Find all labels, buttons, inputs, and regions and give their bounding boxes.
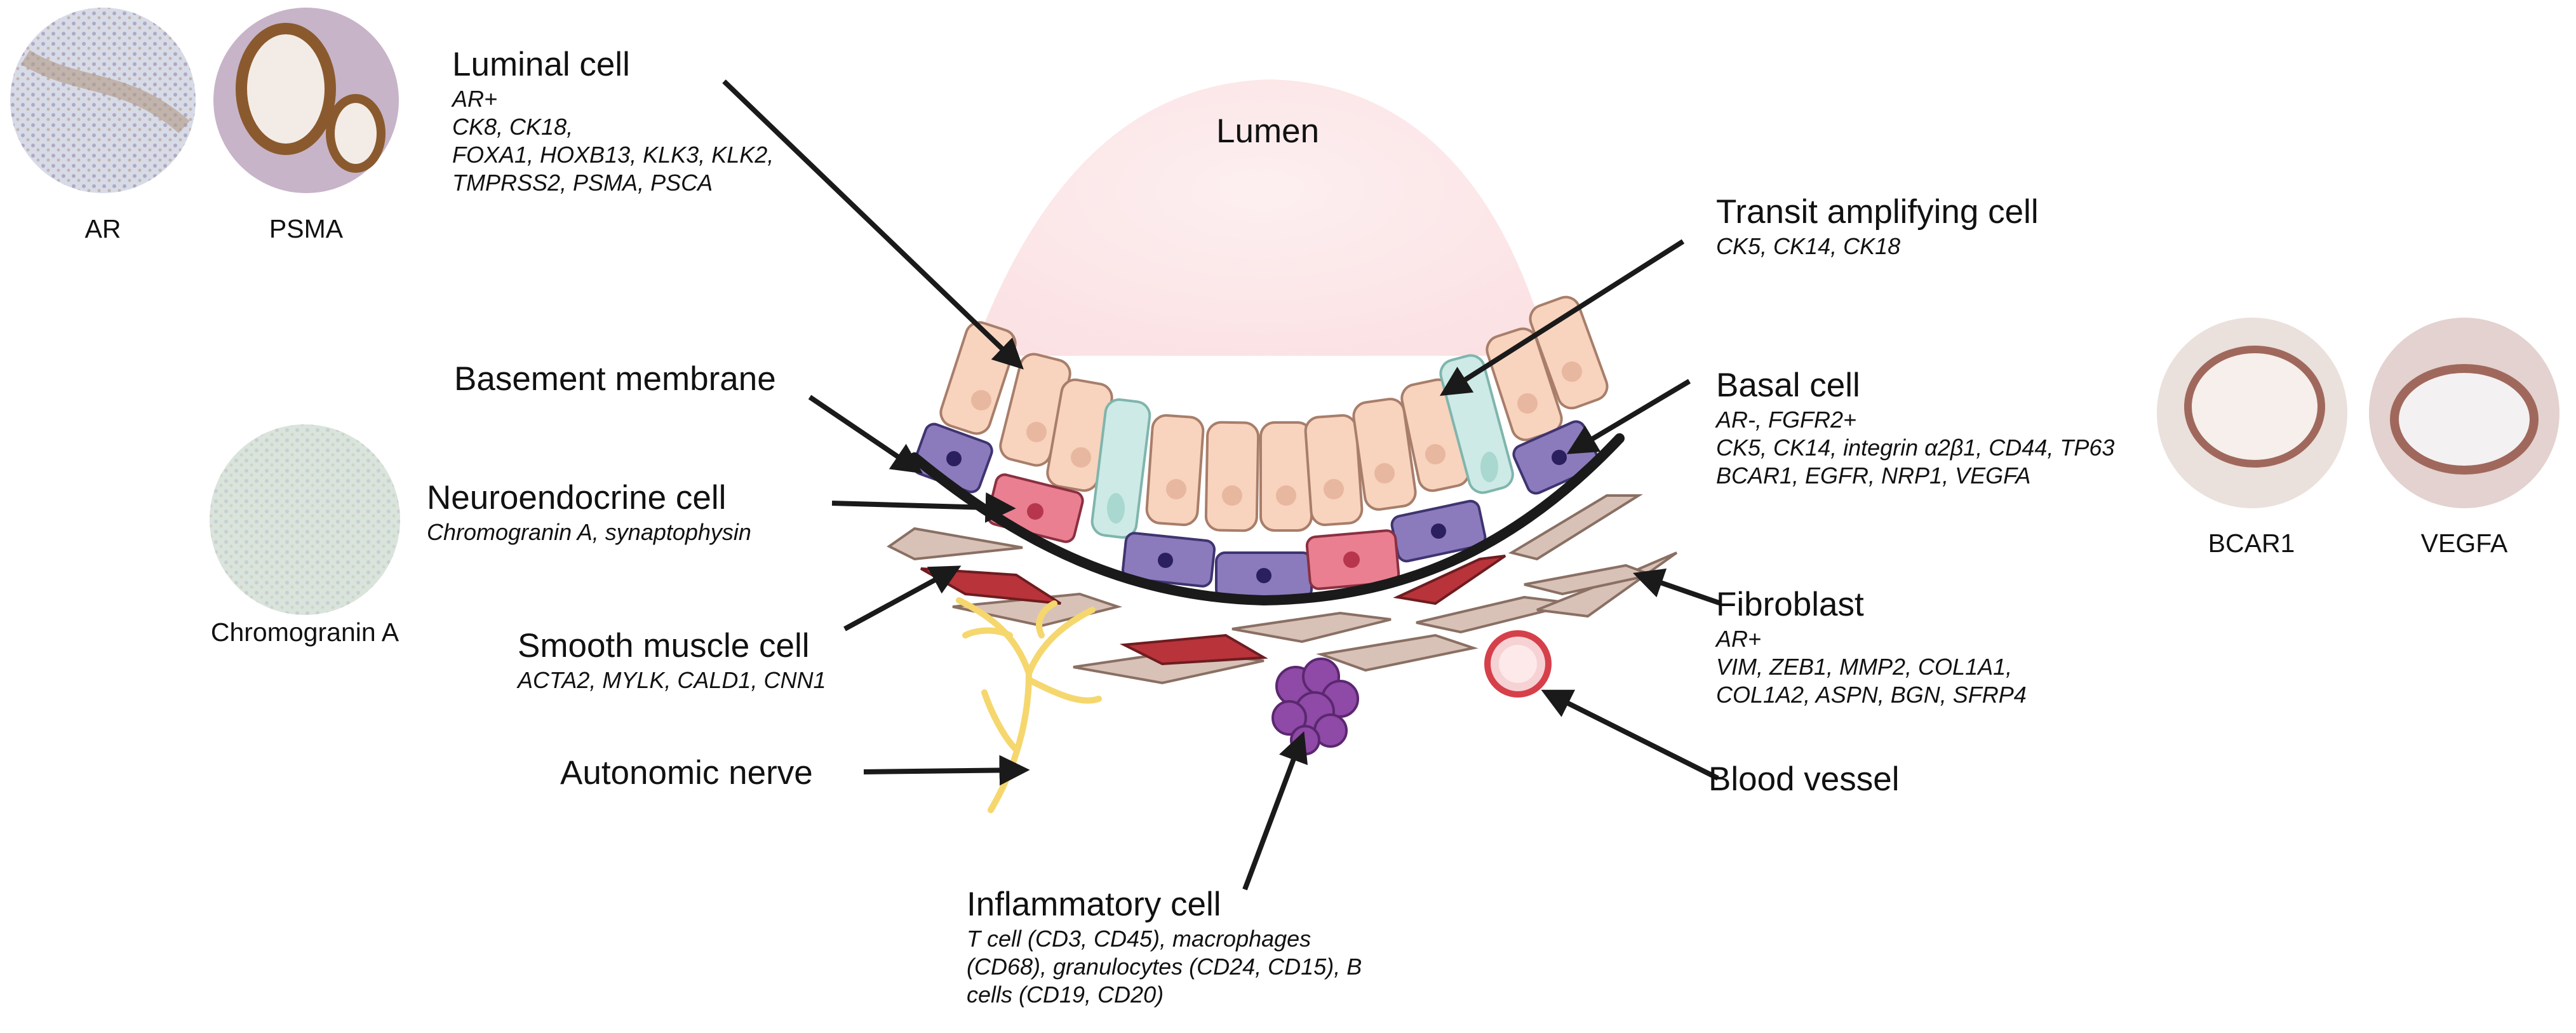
caption-chromogranin: Chromogranin A: [210, 618, 399, 647]
luminal-cell: [1259, 421, 1313, 532]
arrow-basement: [808, 395, 923, 474]
fibroblast-title: Fibroblast: [1716, 586, 1864, 623]
marker-line: BCAR1, EGFR, NRP1, VEGFA: [1716, 462, 2031, 489]
marker-line: CK5, CK14, CK18: [1716, 233, 1901, 259]
basal-cell-label: Basal cell AR-, FGFR2+ CK5, CK14, integr…: [1716, 365, 2114, 490]
smooth-muscle-cell: [1119, 633, 1268, 666]
arrow-nerve: [863, 755, 1030, 786]
inflammatory-cell-label: Inflammatory cell T cell (CD3, CD45), ma…: [967, 884, 1362, 1009]
transit-amplifying-cell-title: Transit amplifying cell: [1716, 193, 2039, 231]
blood-vessel: [1484, 630, 1552, 698]
marker-line: T cell (CD3, CD45), macrophages: [967, 926, 1311, 952]
transit-amplifying-cell-label: Transit amplifying cell CK5, CK14, CK18: [1716, 192, 2039, 260]
autonomic-nerve: [956, 597, 1102, 813]
stroma: [887, 494, 1678, 685]
neuroendocrine-cell-title: Neuroendocrine cell: [427, 479, 727, 516]
luminal-cell-title: Luminal cell: [452, 46, 630, 83]
lumen-label: Lumen: [1216, 112, 1320, 150]
fibroblast: [1508, 494, 1643, 561]
marker-line: cells (CD19, CD20): [967, 982, 1164, 1008]
luminal-cell: [1145, 414, 1205, 527]
marker-line: AR+: [452, 86, 498, 112]
basal-cell-markers: AR-, FGFR2+ CK5, CK14, integrin α2β1, CD…: [1716, 406, 2114, 490]
smooth-muscle-cell-label: Smooth muscle cell ACTA2, MYLK, CALD1, C…: [518, 626, 826, 694]
fibroblast: [1316, 633, 1479, 672]
fibroblast: [1524, 564, 1656, 596]
micrograph-chromogranin: [210, 424, 400, 615]
basement-membrane-label: Basement membrane: [454, 360, 776, 398]
caption-bcar1: BCAR1: [2208, 529, 2295, 558]
smooth-muscle-cell-markers: ACTA2, MYLK, CALD1, CNN1: [518, 666, 826, 694]
transit-amplifying-cell: [1090, 398, 1151, 539]
arrow-neuroendocrine: [831, 492, 1016, 523]
marker-line: Chromogranin A, synaptophysin: [427, 519, 751, 545]
smooth-muscle-cell-title: Smooth muscle cell: [518, 627, 810, 665]
marker-line: COL1A2, ASPN, BGN, SFRP4: [1716, 682, 2027, 708]
luminal-cell-label: Luminal cell AR+ CK8, CK18, FOXA1, HOXB1…: [452, 44, 774, 197]
fibroblast-label: Fibroblast AR+ VIM, ZEB1, MMP2, COL1A1, …: [1716, 584, 2027, 709]
luminal-cell: [1204, 421, 1260, 532]
caption-vegfa: VEGFA: [2420, 529, 2508, 558]
luminal-cell: [1304, 414, 1364, 527]
neuroendocrine-cell-label: Neuroendocrine cell Chromogranin A, syna…: [427, 478, 751, 546]
inflammatory-cell-cluster: [1271, 658, 1359, 755]
micrograph-vegfa: [2369, 318, 2559, 508]
marker-line: ACTA2, MYLK, CALD1, CNN1: [518, 667, 826, 693]
fibroblast: [887, 527, 1023, 561]
smooth-muscle-cell: [1393, 555, 1506, 605]
marker-line: AR+: [1716, 626, 1762, 652]
marker-line: FOXA1, HOXB13, KLK3, KLK2,: [452, 142, 774, 168]
arrow-inflammatory: [1242, 731, 1308, 891]
lumen-area: [972, 79, 1550, 356]
transit-amplifying-cell-markers: CK5, CK14, CK18: [1716, 233, 2039, 260]
marker-line: CK8, CK18,: [452, 114, 574, 140]
fibroblast-markers: AR+ VIM, ZEB1, MMP2, COL1A1, COL1A2, ASP…: [1716, 625, 2027, 709]
marker-line: AR-, FGFR2+: [1716, 407, 1857, 433]
marker-line: (CD68), granulocytes (CD24, CD15), B: [967, 954, 1362, 980]
fibroblast: [1416, 595, 1576, 634]
autonomic-nerve-label: Autonomic nerve: [560, 754, 813, 792]
arrow-smooth-muscle: [843, 565, 962, 631]
marker-line: TMPRSS2, PSMA, PSCA: [452, 170, 713, 196]
blood-vessel-label: Blood vessel: [1708, 760, 1900, 798]
pointer-arrows: [722, 79, 1722, 891]
marker-line: VIM, ZEB1, MMP2, COL1A1,: [1716, 654, 2013, 680]
micrograph-bcar1: [2157, 318, 2347, 508]
micrograph-psma: [213, 8, 399, 193]
caption-psma: PSMA: [269, 214, 344, 243]
neuroendocrine-cell-markers: Chromogranin A, synaptophysin: [427, 518, 751, 546]
arrow-basal: [1566, 379, 1691, 454]
luminal-cell: [1352, 398, 1417, 511]
basement-membrane: [909, 433, 1625, 606]
basal-cell-title: Basal cell: [1716, 367, 1860, 404]
arrow-vessel: [1541, 689, 1719, 781]
arrow-luminal: [722, 79, 1024, 370]
arrow-fibroblast: [1632, 568, 1722, 606]
marker-line: CK5, CK14, integrin α2β1, CD44, TP63: [1716, 435, 2115, 461]
inflammatory-cell-title: Inflammatory cell: [967, 886, 1221, 923]
arrow-transit: [1439, 239, 1685, 396]
fibroblast: [1231, 611, 1392, 644]
luminal-cell-markers: AR+ CK8, CK18, FOXA1, HOXB13, KLK3, KLK2…: [452, 85, 774, 197]
caption-ar: AR: [84, 214, 121, 243]
micrograph-ar: [10, 8, 196, 193]
inflammatory-cell-markers: T cell (CD3, CD45), macrophages (CD68), …: [967, 925, 1362, 1009]
